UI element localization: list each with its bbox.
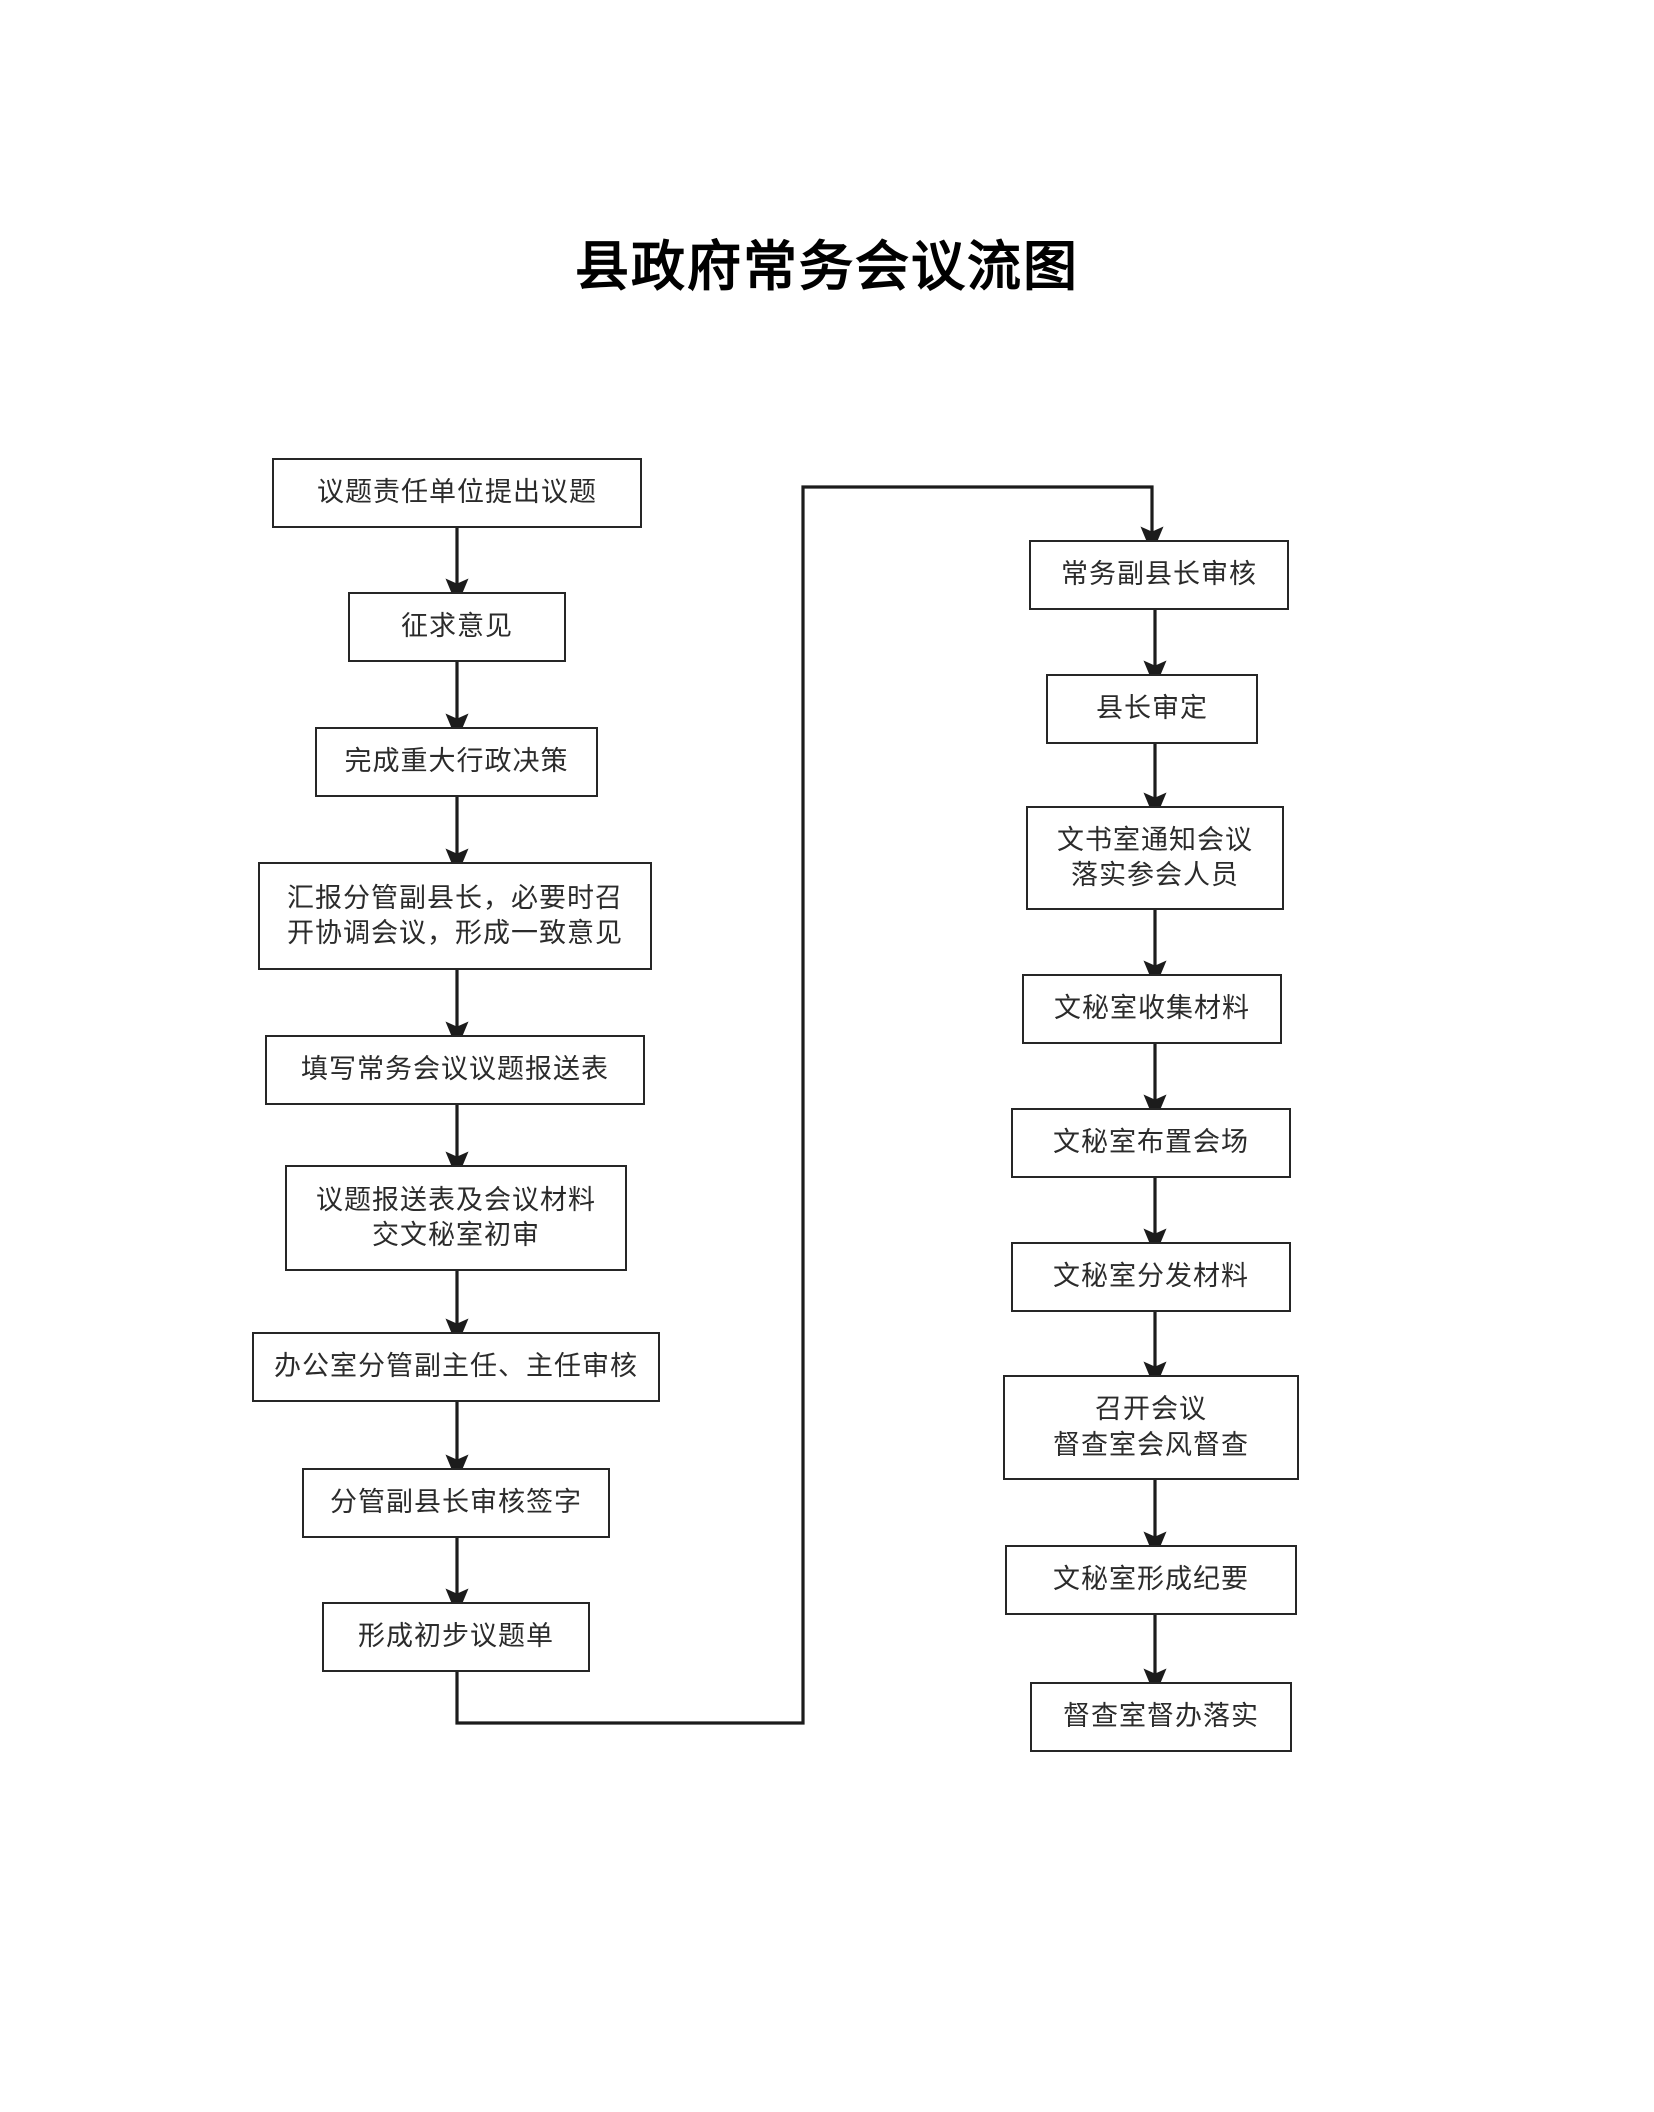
process-box-n7[interactable]: 办公室分管副主任、主任审核 [252, 1332, 660, 1402]
process-box-label: 督查室督办落实 [1063, 1701, 1259, 1732]
process-box-label: 常务副县长审核 [1061, 559, 1257, 590]
process-box-label: 文秘室形成纪要 [1053, 1564, 1249, 1595]
page-title: 县政府常务会议流图 [575, 237, 1079, 297]
process-box-label: 汇报分管副县长，必要时召 开协调会议，形成一致意见 [287, 882, 623, 948]
process-box-label: 分管副县长审核签字 [330, 1487, 582, 1518]
process-box-label: 文秘室分发材料 [1053, 1261, 1249, 1292]
process-box-m9[interactable]: 督查室督办落实 [1030, 1682, 1292, 1752]
process-box-label: 填写常务会议议题报送表 [301, 1054, 609, 1085]
process-box-label: 形成初步议题单 [358, 1621, 554, 1652]
process-box-label: 征求意见 [401, 611, 513, 642]
process-box-m8[interactable]: 文秘室形成纪要 [1005, 1545, 1297, 1615]
process-box-label: 议题报送表及会议材料 交文秘室初审 [316, 1184, 596, 1250]
process-box-m5[interactable]: 文秘室布置会场 [1011, 1108, 1291, 1178]
process-box-n9[interactable]: 形成初步议题单 [322, 1602, 590, 1672]
process-box-m7[interactable]: 召开会议 督查室会风督查 [1003, 1375, 1299, 1480]
process-box-label: 完成重大行政决策 [344, 746, 569, 777]
process-box-n5[interactable]: 填写常务会议议题报送表 [265, 1035, 645, 1105]
process-box-label: 办公室分管副主任、主任审核 [274, 1351, 638, 1382]
process-box-m6[interactable]: 文秘室分发材料 [1011, 1242, 1291, 1312]
process-box-label: 文秘室布置会场 [1053, 1127, 1249, 1158]
process-box-n8[interactable]: 分管副县长审核签字 [302, 1468, 610, 1538]
process-box-label: 县长审定 [1096, 693, 1208, 724]
process-box-n3[interactable]: 完成重大行政决策 [315, 727, 598, 797]
process-box-m1[interactable]: 常务副县长审核 [1029, 540, 1289, 610]
process-box-label: 议题责任单位提出议题 [317, 477, 597, 508]
process-box-m2[interactable]: 县长审定 [1046, 674, 1258, 744]
process-box-n2[interactable]: 征求意见 [348, 592, 566, 662]
process-box-label: 文秘室收集材料 [1054, 993, 1250, 1024]
process-box-n1[interactable]: 议题责任单位提出议题 [272, 458, 642, 528]
process-box-label: 文书室通知会议 落实参会人员 [1057, 824, 1253, 890]
process-box-label: 召开会议 督查室会风督查 [1053, 1394, 1249, 1460]
process-box-n4[interactable]: 汇报分管副县长，必要时召 开协调会议，形成一致意见 [258, 862, 652, 970]
straight-connectors [445, 528, 1167, 1697]
process-box-m3[interactable]: 文书室通知会议 落实参会人员 [1026, 806, 1284, 910]
process-box-n6[interactable]: 议题报送表及会议材料 交文秘室初审 [285, 1165, 627, 1271]
process-box-m4[interactable]: 文秘室收集材料 [1022, 974, 1282, 1044]
feedback-connector [455, 485, 1164, 1725]
arrow-n9-to-m1 [455, 485, 1164, 1725]
